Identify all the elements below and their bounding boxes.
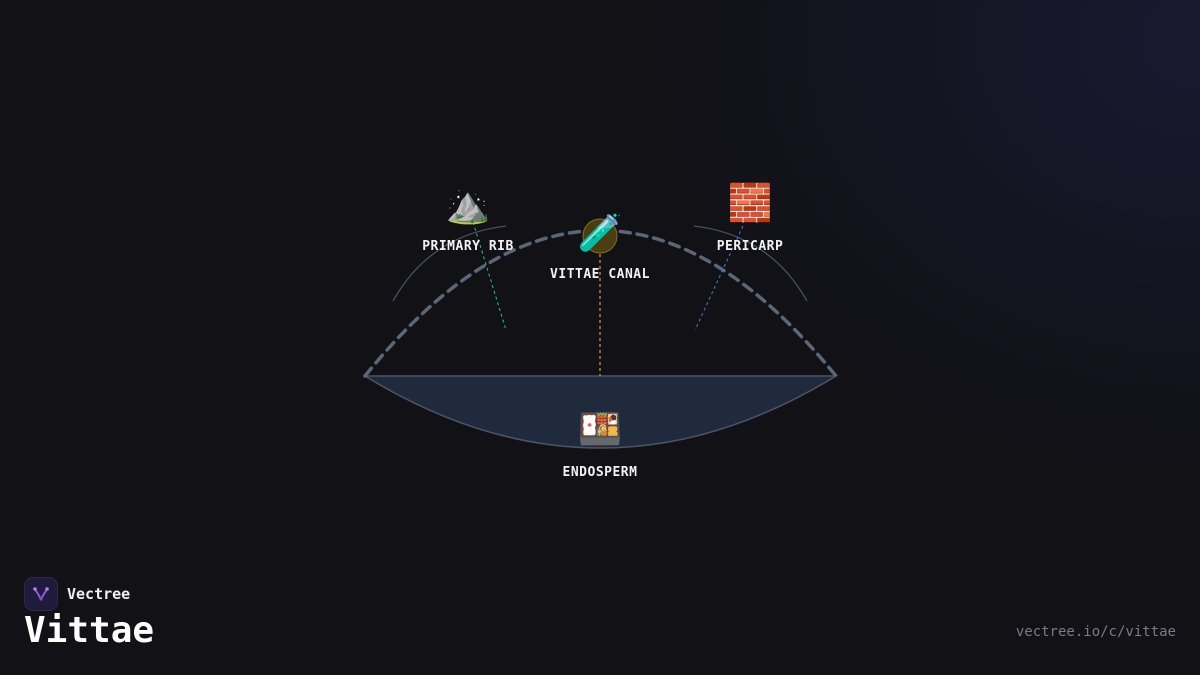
page-url-link[interactable]: vectree.io/c/vittae (1015, 624, 1176, 640)
vittae-canal-marker (582, 218, 618, 254)
page-title: Vittae (24, 610, 155, 651)
bento-box-icon: 🍱 (577, 409, 623, 450)
primary-rib-leader (472, 221, 507, 331)
endosperm-label: ENDOSPERM (562, 465, 638, 480)
endosperm-shape (362, 375, 839, 449)
endosperm-marker (583, 413, 617, 447)
pericarp-label: PERICARP (716, 239, 784, 254)
brand-name: Vectree (67, 585, 131, 603)
vectree-logo-icon (24, 577, 58, 611)
mountain-icon: ⛰️ (445, 185, 491, 226)
pericarp-arc (363, 228, 838, 378)
vittae-canal-label: VITTAE CANAL (550, 267, 650, 282)
left-rib-arc (392, 225, 507, 302)
brand[interactable]: Vectree (24, 577, 130, 611)
brick-icon: 🧱 (727, 183, 773, 224)
right-rib-arc (693, 225, 808, 302)
primary-rib-label: PRIMARY RIB (422, 239, 514, 254)
test-tube-icon: 🧪 (577, 213, 623, 254)
pericarp-leader (694, 225, 744, 331)
